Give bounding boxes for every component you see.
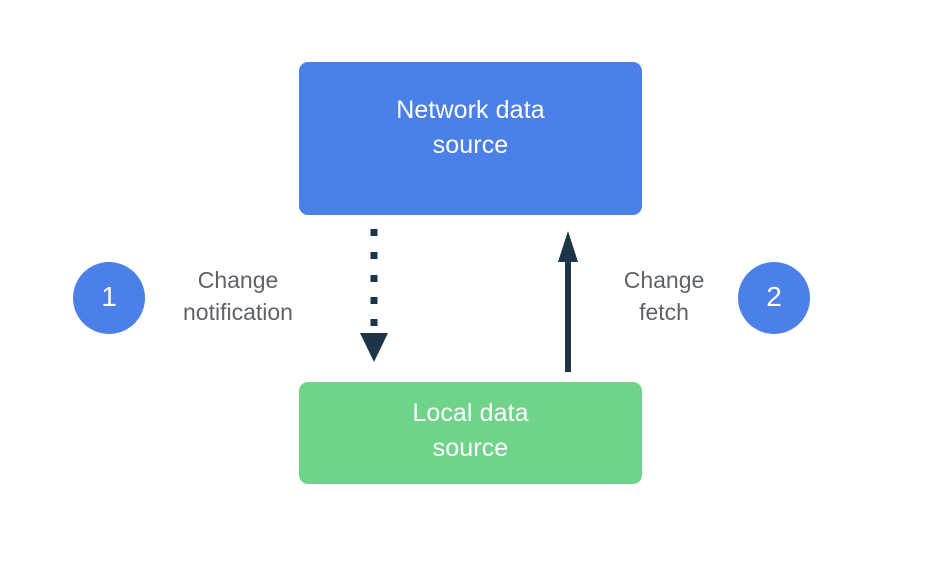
step-badge-2-number: 2 xyxy=(766,281,782,312)
step-badge-2: 2 xyxy=(738,262,810,334)
node-network-data-source: Network data source xyxy=(299,62,642,215)
edge-label-change-notification: Change notification xyxy=(183,267,293,325)
node-local-data-source: Local data source xyxy=(299,382,642,484)
dotted-down-arrow-icon xyxy=(360,229,388,362)
solid-up-arrow-icon xyxy=(558,231,578,372)
edge-label-change-fetch: Change fetch xyxy=(623,267,705,325)
node-local-data-source-label: Local data source xyxy=(412,399,529,462)
step-badge-1: 1 xyxy=(73,262,145,334)
node-network-data-source-label: Network data source xyxy=(396,95,545,159)
step-badge-1-number: 1 xyxy=(101,281,117,312)
